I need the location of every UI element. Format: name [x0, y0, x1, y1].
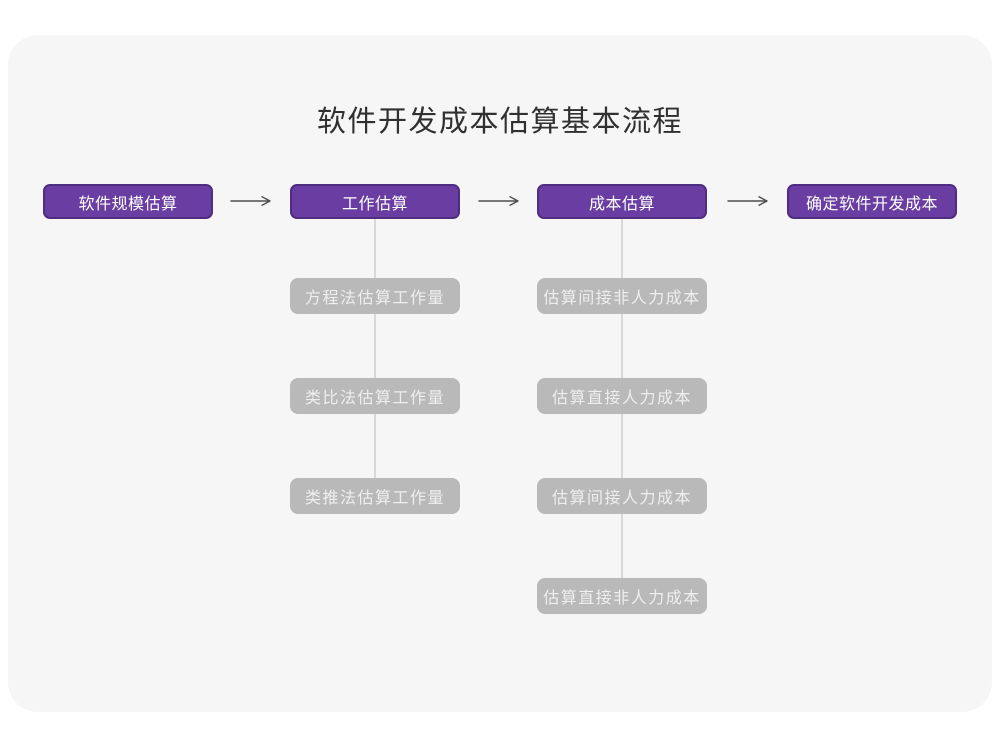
stage-determine-dev-cost: 确定软件开发成本	[787, 184, 957, 219]
stage-work-estimation: 工作估算	[290, 184, 460, 219]
node-indirect-labor-cost: 估算间接人力成本	[537, 478, 707, 514]
right-arrow-icon	[727, 196, 768, 206]
connector-line-work-estimation	[374, 219, 376, 496]
flowchart-card	[8, 35, 992, 712]
stage-cost-estimation: 成本估算	[537, 184, 707, 219]
node-inference-method: 类推法估算工作量	[290, 478, 460, 514]
node-direct-labor-cost: 估算直接人力成本	[537, 378, 707, 414]
node-direct-nonlabor-cost: 估算直接非人力成本	[537, 578, 707, 614]
node-equation-method: 方程法估算工作量	[290, 278, 460, 314]
node-analogy-method: 类比法估算工作量	[290, 378, 460, 414]
right-arrow-icon	[230, 196, 271, 206]
diagram-title: 软件开发成本估算基本流程	[316, 106, 683, 138]
node-indirect-nonlabor-cost: 估算间接非人力成本	[537, 278, 707, 314]
stage-software-scale-estimation: 软件规模估算	[43, 184, 213, 219]
right-arrow-icon	[478, 196, 519, 206]
